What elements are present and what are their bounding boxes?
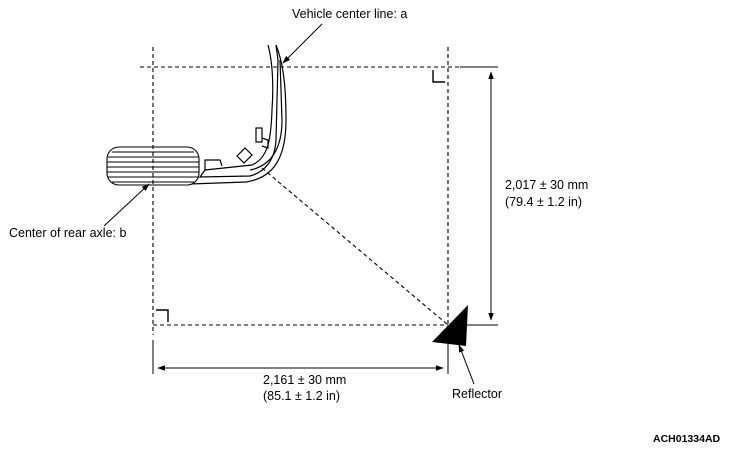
- vertical-dimension-in: (79.4 ± 1.2 in): [505, 195, 583, 209]
- reflector-label: Reflector: [452, 387, 503, 401]
- right-angle-marks: [156, 70, 445, 322]
- reflector-shape: [432, 305, 468, 346]
- right-angle-mark-top: [432, 70, 445, 83]
- diagonal-dashed-line: [261, 167, 449, 326]
- rear-axle-label: Center of rear axle: b: [9, 226, 127, 240]
- vehicle-body-outline: [189, 44, 287, 185]
- leader-arrows: [103, 23, 475, 385]
- rear-axle-leader: [103, 183, 150, 227]
- vehicle-center-line-label: Vehicle center line: a: [292, 7, 408, 21]
- reference-lines: [140, 47, 460, 335]
- dimension-lines: [152, 66, 498, 374]
- figure-code: ACH01334AD: [653, 433, 721, 445]
- vertical-dimension-mm: 2,017 ± 30 mm: [505, 178, 589, 192]
- horizontal-dimension-in: (85.1 ± 1.2 in): [263, 389, 341, 403]
- right-angle-mark-bottom: [156, 309, 169, 322]
- reflector-leader: [458, 344, 475, 385]
- center-line-leader: [282, 23, 323, 64]
- horizontal-dimension-mm: 2,161 ± 30 mm: [263, 373, 347, 387]
